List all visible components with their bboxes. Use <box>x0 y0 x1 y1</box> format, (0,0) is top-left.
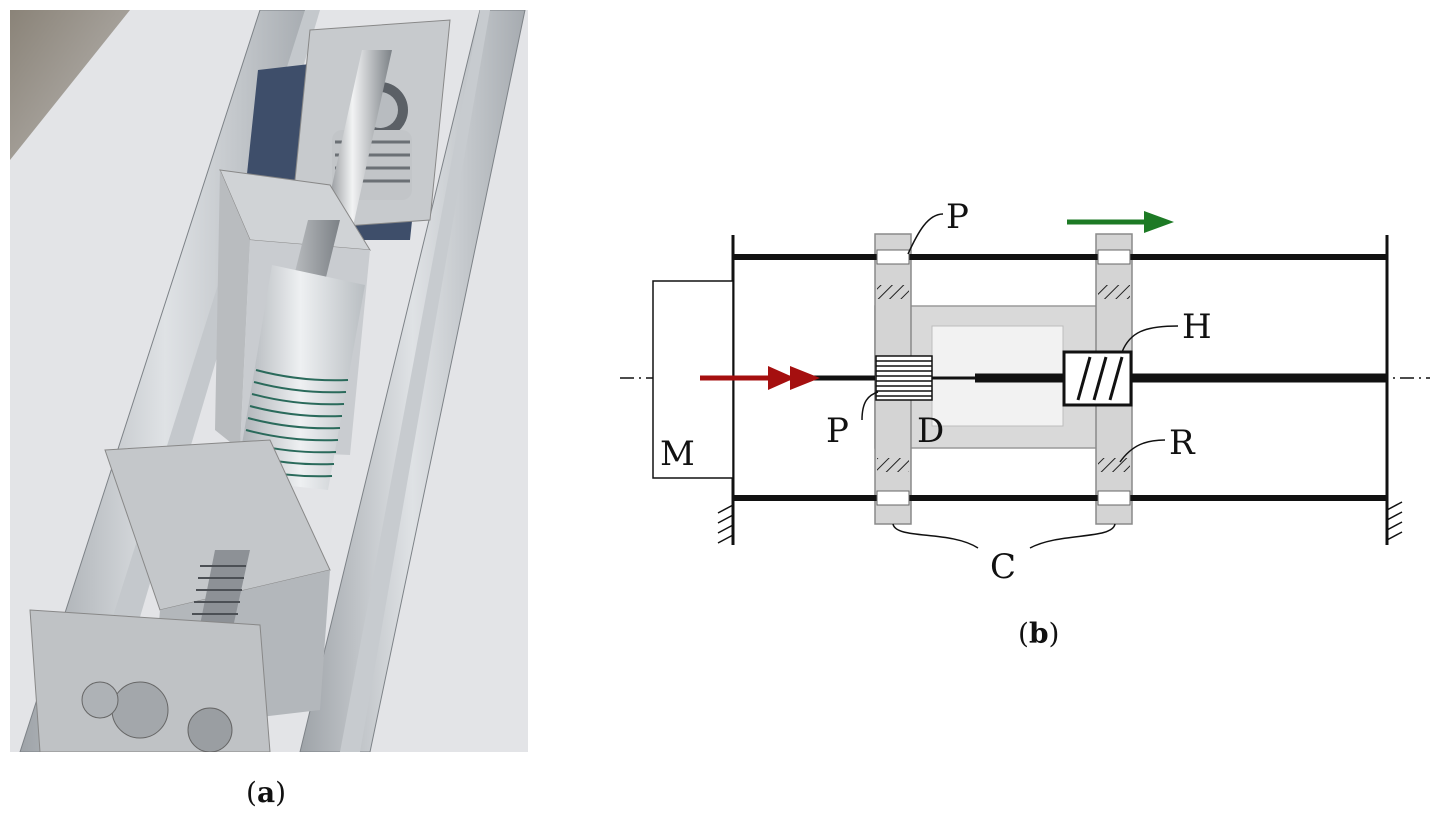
hatch-top-left <box>877 285 909 299</box>
label-p-left: P <box>826 411 849 451</box>
schematic-svg: P H P D R M C <box>620 197 1430 587</box>
piezo-stack <box>875 355 933 401</box>
caption-a: (a) <box>246 776 286 809</box>
bearing-pad-bottom-right <box>1097 490 1131 506</box>
bearing-pad-top-right <box>1097 249 1131 265</box>
bearing-pad-top-left <box>876 249 910 265</box>
label-c: C <box>990 547 1016 587</box>
ground-left <box>717 504 734 544</box>
caption-b-open: ( <box>1018 617 1029 650</box>
caption-a-letter: a <box>256 776 276 809</box>
hatch-bottom-left <box>877 458 909 472</box>
caption-a-close: ) <box>275 776 287 809</box>
schematic-diagram: P H P D R M C <box>600 190 1436 590</box>
leader-lines <box>861 213 1179 549</box>
caption-b: (b) <box>1018 617 1059 650</box>
prototype-photo <box>10 10 528 752</box>
prototype-photo-illustration <box>10 10 528 752</box>
hatch-top-right <box>1098 285 1130 299</box>
caption-b-letter: b <box>1028 617 1049 650</box>
label-m: M <box>660 434 695 474</box>
label-p-top: P <box>946 197 969 237</box>
caption-b-close: ) <box>1048 617 1060 650</box>
hatch-bottom-right <box>1098 458 1130 472</box>
ground-right <box>1386 501 1403 541</box>
helical-element <box>1062 350 1133 407</box>
label-h: H <box>1182 307 1212 347</box>
caption-a-open: ( <box>246 776 257 809</box>
label-d: D <box>917 411 944 451</box>
bearing-pad-bottom-left <box>876 490 910 506</box>
input-arrow <box>700 366 820 390</box>
motion-arrow <box>1067 211 1174 233</box>
label-r: R <box>1169 423 1196 463</box>
